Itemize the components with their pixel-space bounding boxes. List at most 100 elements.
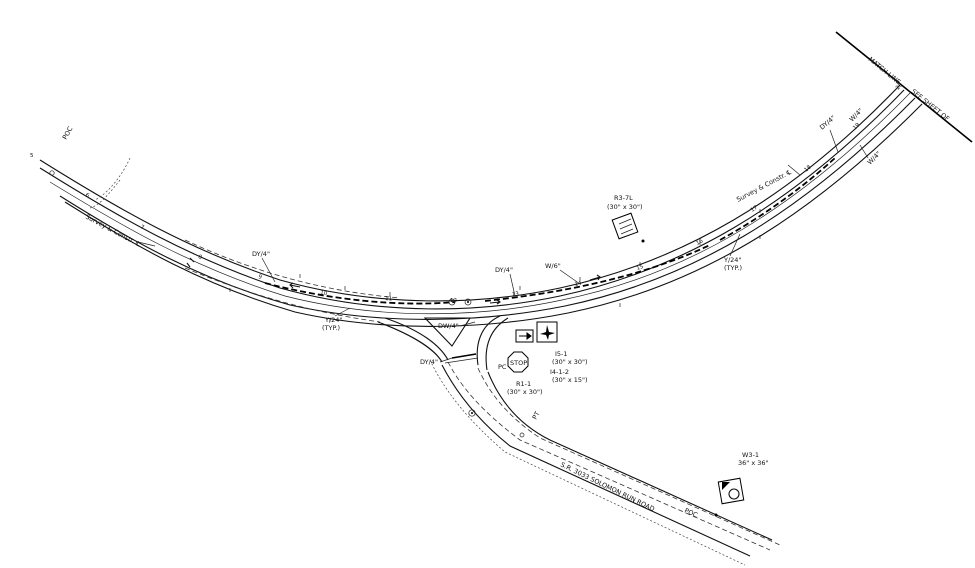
lane-arrow-2	[589, 274, 601, 281]
side-road-edge-dash-1	[447, 361, 771, 551]
y24-left-leader	[334, 307, 351, 317]
curb-return-left	[384, 317, 449, 361]
i5-1-label: I5-1	[555, 350, 568, 358]
r1-1-label: R1-1	[516, 380, 531, 388]
dw4-leader	[459, 321, 476, 327]
station-18: 18	[803, 164, 813, 173]
pc-label: PC	[498, 363, 507, 371]
station-marker-left	[49, 170, 55, 176]
sign-r1-1: STOP R1-1 (30" x 30")	[507, 351, 543, 396]
survey-leader-right	[787, 164, 801, 176]
branch-left-dotted-1	[94, 157, 131, 201]
right-arrow-glyph	[519, 332, 532, 340]
typ-left-label: (TYP.)	[322, 324, 340, 332]
marker-center-dot	[467, 301, 469, 303]
highway-edge-bottom-inner	[59, 97, 916, 320]
lane-control-sign-line-2	[619, 223, 633, 230]
highway-edge-bottom	[64, 103, 923, 327]
dy4-bottom-leader	[439, 357, 453, 363]
w3-1-size-label: 36" x 36"	[738, 459, 769, 467]
w6-label: W/6"	[545, 262, 561, 270]
lane-control-sign-line-3	[620, 228, 634, 235]
stop-bar-2	[444, 357, 479, 364]
side-road-edge-dash-2	[477, 367, 781, 546]
sign-w3-1: W3-1 36" x 36"	[714, 451, 769, 517]
marker-side-road-dot	[471, 412, 473, 414]
dy4-right-label: DY/4"	[818, 114, 837, 132]
station-8: 8	[197, 254, 203, 261]
side-road-edge-left	[441, 364, 751, 557]
w3-1-label: W3-1	[742, 451, 759, 459]
station-10: 10	[320, 290, 328, 297]
highway-edge-top	[39, 84, 901, 302]
hatch-turn-lane-left	[264, 282, 456, 305]
hatch-turn-lane-right	[484, 244, 711, 302]
dw4-label: DW/4"	[438, 322, 459, 330]
station-11: 11	[385, 296, 392, 302]
w6-leader	[559, 269, 581, 285]
branch-left-dotted-2	[89, 179, 121, 209]
airplane-glyph	[540, 325, 555, 340]
mid-annotations: DY/4" W/6" Survey & Constr. ℄ Y/24" (TYP…	[495, 164, 801, 297]
w3-1-post	[714, 513, 718, 517]
left-marks	[186, 257, 195, 268]
y24-right-label: Y/24"	[723, 256, 741, 264]
r1-1-size-label: (30" x 30")	[507, 388, 543, 396]
marker-center	[464, 298, 472, 306]
dy4-bottom-label: DY/4"	[420, 358, 438, 366]
i4-1-2-size-label: (30" x 15")	[552, 376, 588, 384]
station-15: 15	[636, 264, 645, 272]
highway-edge-top-inner	[39, 89, 905, 310]
lane-control-sign-line-1	[618, 218, 632, 225]
marker-left	[448, 298, 456, 306]
match-line	[835, 31, 973, 143]
dy4-left-leader	[261, 257, 276, 283]
i4-1-2-label: I4-1-2	[550, 368, 569, 376]
station-19: 19	[852, 122, 862, 132]
signal-ahead-arrow	[722, 482, 730, 490]
typ-right-label: (TYP.)	[724, 264, 742, 272]
main-highway	[39, 84, 923, 327]
marker-pt	[519, 432, 525, 438]
w4-right-bottom-label: W/4"	[866, 150, 883, 167]
dy4-left-label: DY/4"	[252, 250, 270, 258]
station-12: 12	[450, 298, 457, 304]
lane-arrows	[289, 274, 601, 305]
curb-return-right-2	[485, 317, 509, 371]
dy4-right-leader	[829, 129, 839, 153]
row-line-top	[184, 239, 401, 299]
channelizing-island	[423, 317, 472, 347]
w4-right-leader	[859, 144, 869, 159]
see-sheet-label: SEE SHEET OF	[910, 87, 951, 123]
curb-return-right	[476, 315, 501, 366]
sign-airport: I5-1 (30" x 30") I4-1-2 (30" x 15")	[515, 321, 588, 384]
stop-bar	[451, 353, 477, 359]
side-road-row	[429, 359, 746, 566]
highway-centerline	[49, 92, 911, 315]
w4-right-top-label: W/4"	[848, 107, 865, 124]
station-labels: 5 6 7 8 9 10 11 12 13 14 15 16 17 18 19 …	[30, 82, 905, 304]
stop-sign-icon	[507, 351, 529, 373]
pt-label: PT	[531, 410, 542, 421]
poc-label: POC	[61, 125, 75, 141]
station-14: 14	[574, 281, 583, 288]
station-13: 13	[512, 291, 520, 298]
r3-7l-label: R3-7L	[614, 194, 633, 202]
side-road-intersection: DW/4" DY/4" PC PT S.R. 3033 SOLOMON RUN …	[377, 298, 781, 566]
left-branch: POC Survey & Constr. ℄	[49, 125, 195, 268]
signal-ahead-circle	[728, 488, 740, 500]
sign-r3-7l: R3-7L (30" x 30")	[607, 194, 645, 243]
station-7: 7	[139, 224, 145, 231]
dy4-mid-leader	[509, 273, 516, 297]
lane-arrow-1	[489, 299, 501, 305]
stop-sign-text: STOP	[510, 359, 527, 367]
lane-control-sign-icon	[611, 212, 639, 240]
i5-1-size-label: (30" x 30")	[552, 358, 588, 366]
marker-side-road	[468, 409, 476, 417]
station-20: 20	[895, 82, 904, 92]
y24-right-leader	[729, 233, 741, 257]
left-annotations: DY/4" Y/24" (TYP.)	[252, 250, 351, 332]
row-line-bottom	[184, 267, 381, 323]
right-annotations: DY/4" W/4" W/4"	[818, 107, 882, 167]
curb-return-left-2	[377, 321, 443, 363]
